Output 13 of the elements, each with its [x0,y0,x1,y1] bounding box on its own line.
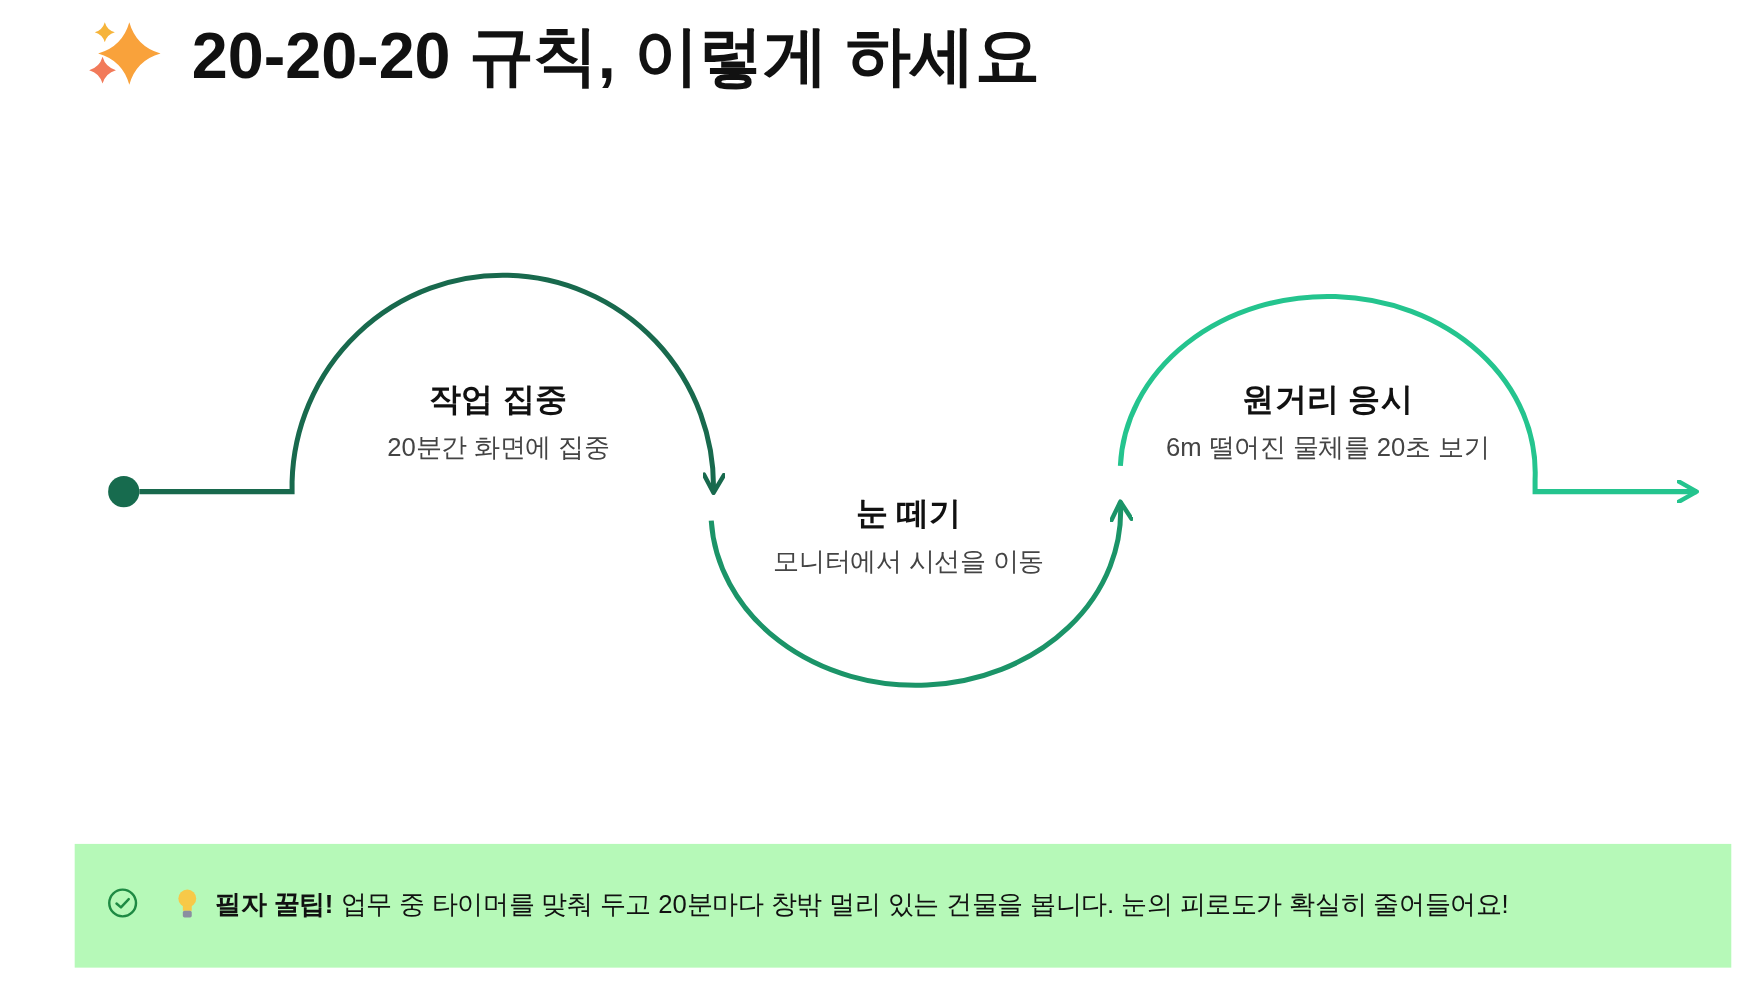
arrow [708,499,1133,688]
arrow [139,273,726,495]
step-description: 모니터에서 시선을 이동 [772,545,1045,578]
start-dot [108,476,140,508]
step-heading: 원거리 응시 [1241,380,1415,419]
step-description: 20분간 화면에 집중 [386,431,611,464]
step-heading: 작업 집중 [428,380,569,419]
arrow [1117,294,1699,504]
title: 20-20-20 규칙, 이렇게 하세요 [191,17,1040,94]
step-description: 6m 떨어진 물체를 20초 보기 [1165,431,1491,464]
tip-banner [74,843,1732,968]
tip-text: 필자 꿀팁! 업무 중 타이머를 맞춰 두고 20분마다 창밖 멀리 있는 건물을 봅니다. 눈의 피로도가 확실히 줄어들어요! [215,888,1509,921]
step-heading: 눈 떼기 [854,493,963,533]
